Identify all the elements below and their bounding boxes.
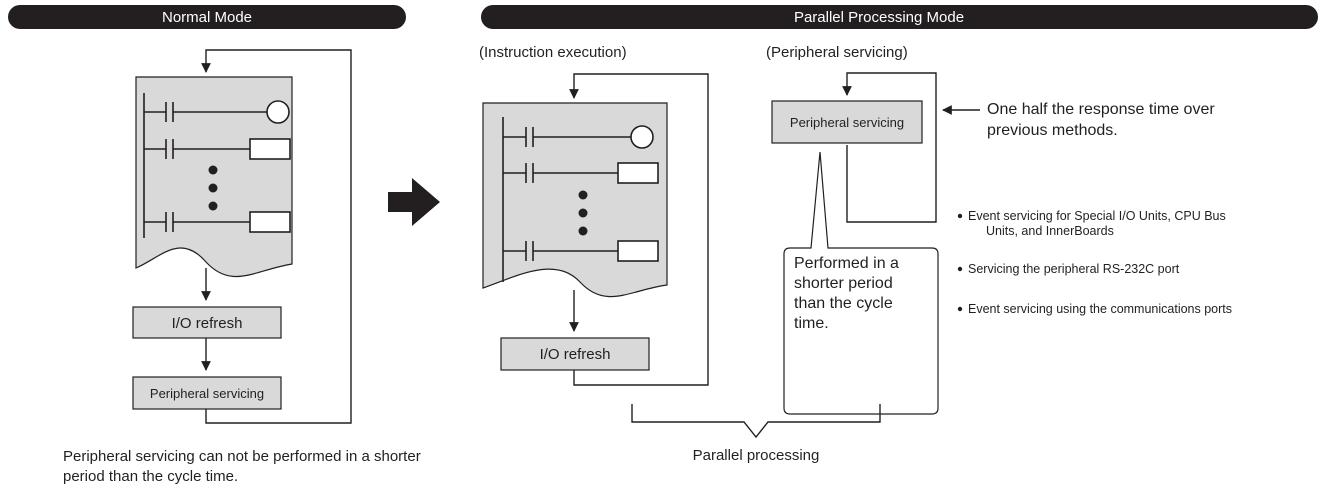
peripheral-loop bbox=[842, 72, 937, 223]
parallel-ladder-page bbox=[482, 102, 668, 298]
instruction-block-icon bbox=[249, 138, 291, 160]
instruction-block-icon bbox=[249, 211, 291, 233]
coil-icon bbox=[630, 125, 654, 149]
parallel-peripheral-servicing-box: Peripheral servicing bbox=[771, 100, 923, 144]
instruction-block-icon bbox=[617, 162, 659, 184]
normal-peripheral-servicing-box: Peripheral servicing bbox=[132, 376, 282, 410]
io-refresh-label: I/O refresh bbox=[172, 315, 243, 332]
normal-mode-title: Normal Mode bbox=[162, 9, 252, 26]
callout-line-2: shorter period bbox=[794, 275, 893, 292]
normal-io-refresh-box: I/O refresh bbox=[132, 306, 282, 339]
coil-icon bbox=[266, 100, 290, 124]
instruction-block-icon bbox=[617, 240, 659, 262]
callout-bubble: Performed in a shorter period than the c… bbox=[783, 151, 939, 415]
bullet-3: Event servicing using the communications… bbox=[968, 302, 1232, 316]
normal-mode-header: Normal Mode bbox=[8, 5, 406, 29]
peripheral-servicing-title: (Peripheral servicing) bbox=[766, 44, 908, 61]
normal-caption-line-1: Peripheral servicing can not be performe… bbox=[63, 448, 421, 465]
parallel-processing-label: Parallel processing bbox=[693, 447, 820, 464]
parallel-io-refresh-box: I/O refresh bbox=[500, 337, 650, 371]
peripheral-servicing-label: Peripheral servicing bbox=[150, 386, 264, 401]
parallel-mode-header: Parallel Processing Mode bbox=[481, 5, 1318, 29]
callout-line-3: than the cycle bbox=[794, 295, 893, 312]
parallel-instruction-loop bbox=[569, 73, 709, 386]
instruction-execution-title: (Instruction execution) bbox=[479, 44, 627, 61]
parallel-processing-brace: Parallel processing bbox=[631, 404, 881, 464]
bullet-1-line-1: Event servicing for Special I/O Units, C… bbox=[968, 209, 1226, 223]
normal-ladder-page bbox=[135, 76, 293, 278]
callout-line-4: time. bbox=[794, 315, 829, 332]
servicing-bullet-list: Event servicing for Special I/O Units, C… bbox=[957, 209, 1232, 316]
parallel-mode-title: Parallel Processing Mode bbox=[794, 9, 964, 26]
transition-arrow-icon bbox=[388, 178, 440, 226]
normal-cycle-loop bbox=[201, 49, 352, 424]
bullet-2: Servicing the peripheral RS-232C port bbox=[968, 262, 1180, 276]
bullet-1-line-2: Units, and InnerBoards bbox=[986, 224, 1114, 238]
response-note-line-1: One half the response time over bbox=[987, 101, 1215, 118]
normal-caption-line-2: period than the cycle time. bbox=[63, 468, 238, 485]
response-note-line-2: previous methods. bbox=[987, 122, 1118, 139]
io-refresh-label: I/O refresh bbox=[540, 346, 611, 363]
callout-line-1: Performed in a bbox=[794, 255, 899, 272]
peripheral-servicing-label: Peripheral servicing bbox=[790, 115, 904, 130]
